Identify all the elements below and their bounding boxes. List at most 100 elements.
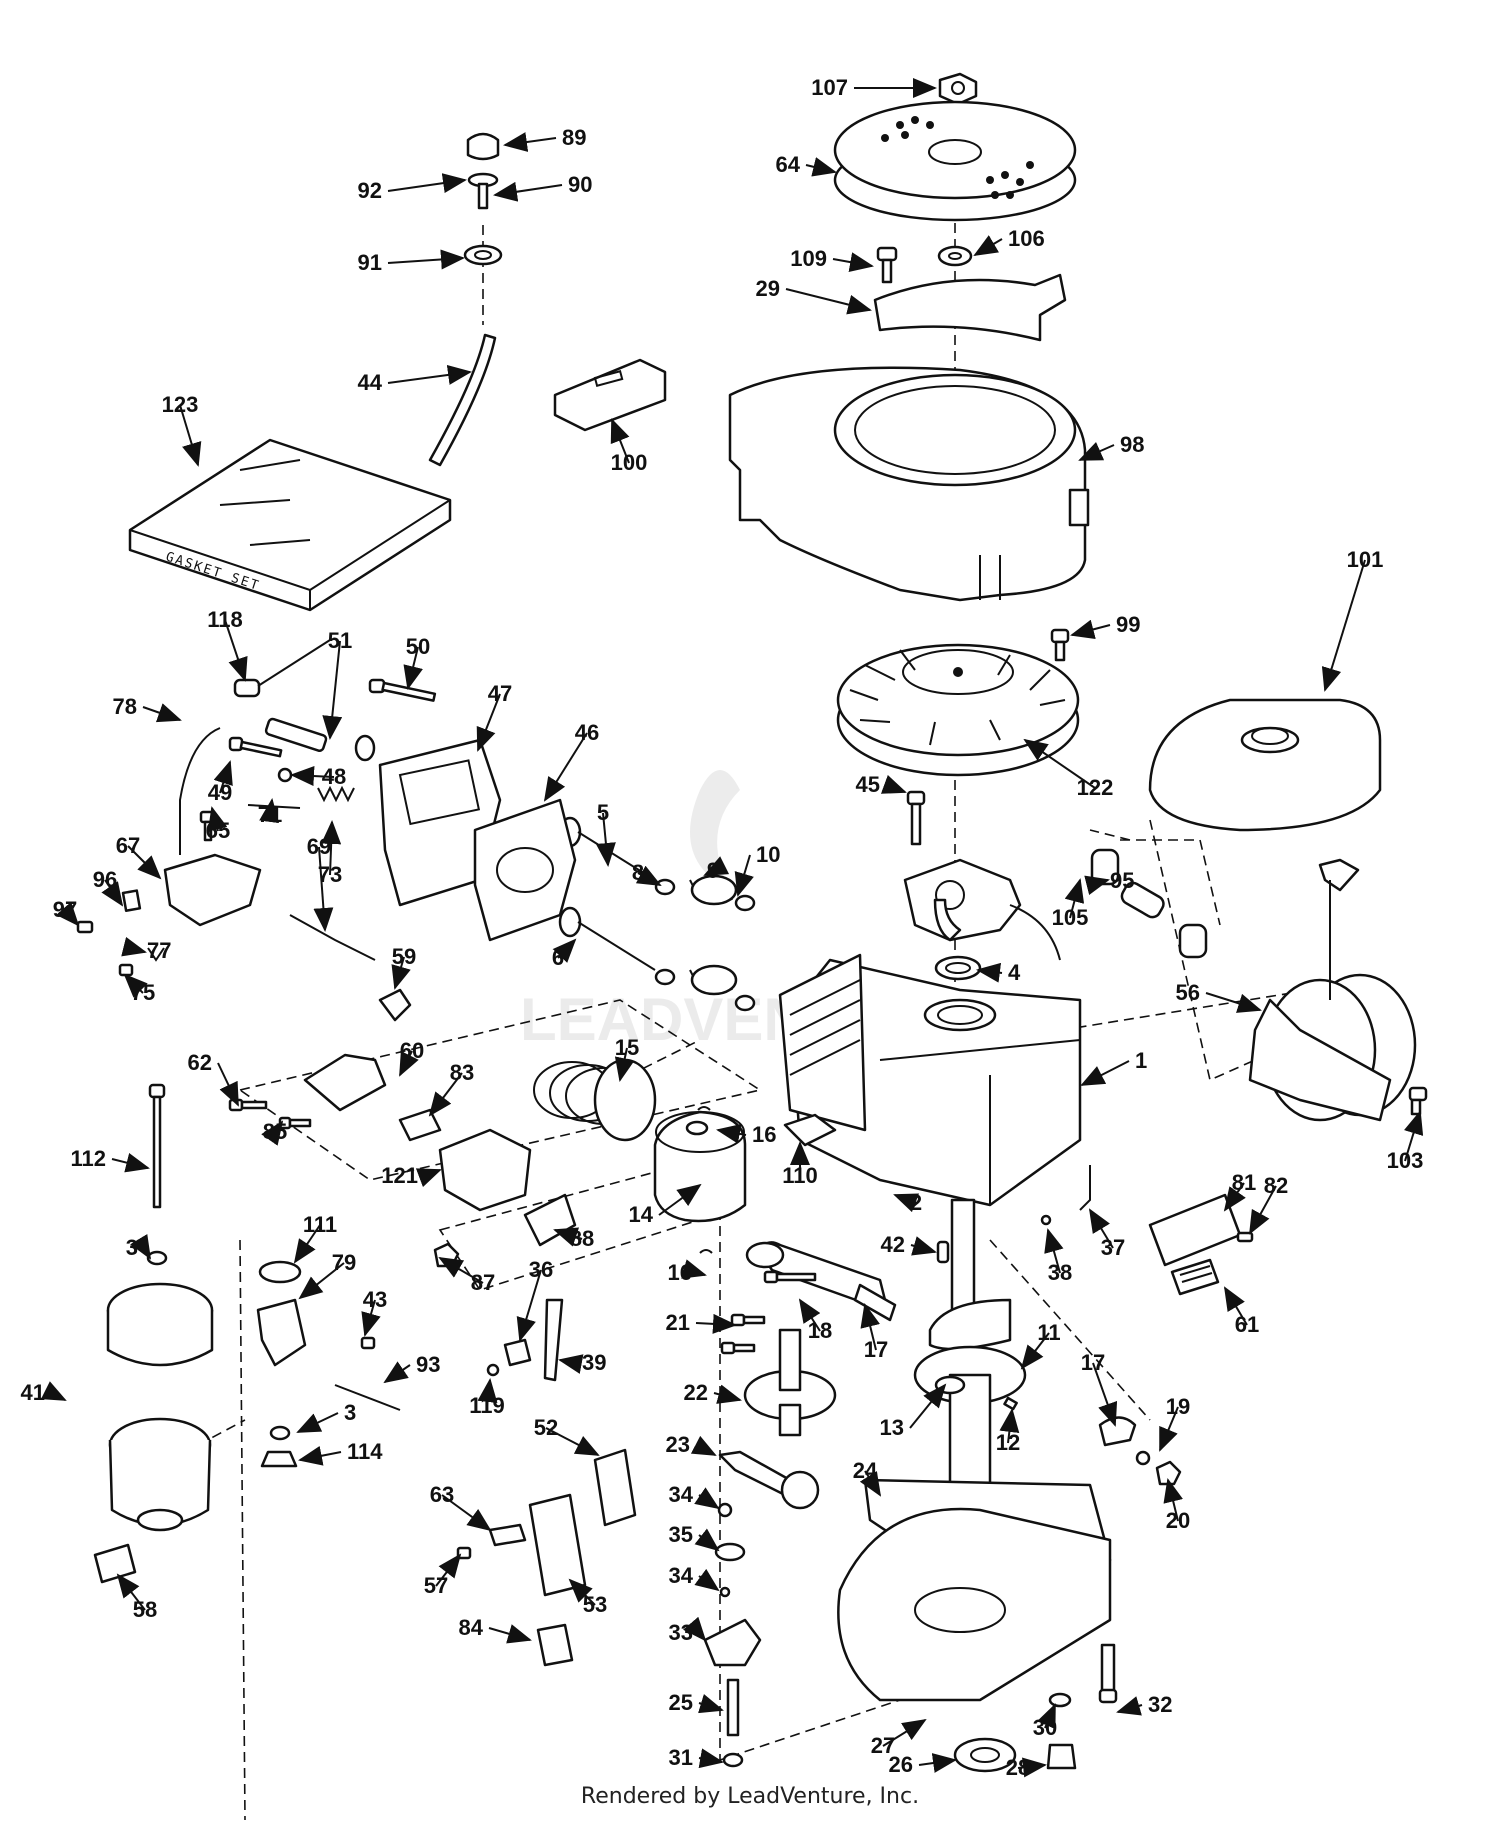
part-8-retainer[interactable]	[654, 878, 676, 986]
part-3-washer-b[interactable]	[269, 1425, 291, 1441]
callout-arrow-28	[1017, 1757, 1047, 1778]
part-64-cover[interactable]	[833, 100, 1077, 222]
part-10-retainer[interactable]	[734, 894, 756, 1012]
part-44-hose[interactable]	[428, 333, 497, 467]
part-123-gasket-set[interactable]: GASKET SET	[128, 438, 452, 612]
part-15-piston-rings[interactable]	[533, 1058, 657, 1142]
part-114-nut[interactable]	[260, 1450, 298, 1468]
part-32-shaft[interactable]	[726, 1678, 740, 1737]
part-111-seal[interactable]	[258, 1260, 302, 1284]
part-58-decal[interactable]	[93, 1543, 137, 1584]
part-45-bolt[interactable]	[906, 790, 926, 846]
part-37-pin[interactable]	[1079, 1165, 1091, 1211]
part-1-engine-block[interactable]	[778, 953, 1082, 1207]
part-38-pin[interactable]	[1040, 1214, 1052, 1226]
part-61-decal[interactable]	[1170, 1258, 1220, 1296]
callout-118: 118	[207, 607, 243, 632]
callout-arrow-17	[1092, 1362, 1118, 1427]
part-42-pin[interactable]	[936, 1240, 950, 1264]
part-39-lever[interactable]	[543, 1298, 564, 1382]
part-63-bracket[interactable]	[488, 1523, 527, 1547]
part-28-plug[interactable]	[1046, 1743, 1077, 1770]
part-34-washer[interactable]	[717, 1502, 733, 1598]
part-79-adapter[interactable]	[256, 1298, 307, 1367]
part-22-cam-gear[interactable]	[743, 1328, 837, 1437]
part-60-intake[interactable]	[303, 1053, 387, 1112]
part-77-spring[interactable]	[147, 947, 165, 962]
part-50-bolt[interactable]	[368, 678, 437, 702]
part-121-carburetor[interactable]	[438, 1128, 532, 1212]
part-78-ground-wire[interactable]	[179, 727, 221, 855]
part-110-gasket[interactable]	[783, 1113, 837, 1147]
part-67-control-bracket[interactable]	[163, 853, 262, 927]
part-43-screw[interactable]	[360, 1336, 376, 1350]
part-21-pins[interactable]	[720, 1313, 766, 1355]
part-49-screw[interactable]	[228, 736, 283, 758]
part-98-blower-housing[interactable]	[728, 366, 1090, 602]
part-53-cover[interactable]	[528, 1493, 587, 1597]
part-41-assembly[interactable]	[106, 1282, 214, 1532]
part-97-screw[interactable]	[76, 920, 94, 934]
part-119-screw[interactable]	[486, 1363, 500, 1377]
part-84-decal[interactable]	[536, 1623, 574, 1667]
part-107-nut[interactable]	[938, 72, 978, 106]
part-88-gasket[interactable]	[523, 1193, 577, 1247]
part-4-seal[interactable]	[934, 955, 982, 981]
part-17-rod-cap[interactable]	[1098, 1416, 1137, 1447]
part-112-bolt[interactable]	[148, 1083, 166, 1209]
part-90-breather[interactable]	[467, 172, 499, 210]
part-30-bolt[interactable]	[1098, 1643, 1118, 1704]
part-93-bolt[interactable]	[334, 1384, 401, 1411]
part-81-label[interactable]	[1148, 1193, 1242, 1267]
part-16-clip[interactable]	[697, 1106, 713, 1254]
part-9-spring[interactable]	[689, 874, 738, 996]
part-25-oil-sump[interactable]	[837, 1507, 1112, 1702]
callout-33: 33	[669, 1620, 693, 1645]
part-18-bolt[interactable]	[763, 1270, 817, 1284]
part-52-gasket[interactable]	[593, 1448, 637, 1527]
part-89-cap[interactable]	[466, 132, 500, 161]
part-69-governor-link[interactable]	[289, 914, 376, 961]
part-91-grommet[interactable]	[463, 244, 503, 266]
part-99-screw[interactable]	[1050, 628, 1070, 662]
part-83-gasket[interactable]	[398, 1108, 442, 1142]
part-29-bracket[interactable]	[873, 273, 1067, 342]
part-101-fuel-tank[interactable]	[1148, 698, 1382, 832]
part-118-spark-plug-wire[interactable]	[233, 639, 331, 698]
part-82-screw[interactable]	[1236, 1231, 1254, 1243]
part-14-piston[interactable]	[653, 1110, 747, 1223]
callout-arrow-34	[694, 1487, 720, 1510]
callout-3: 3	[126, 1235, 138, 1260]
part-36-bracket[interactable]	[503, 1338, 532, 1367]
part-122-ignition-module[interactable]	[903, 858, 1061, 961]
callout-arrow-59	[391, 956, 411, 990]
part-48-washer[interactable]	[277, 767, 293, 783]
part-33-oil-gear[interactable]	[703, 1618, 762, 1667]
part-51-spark-plug[interactable]	[264, 717, 376, 762]
part-75-screw[interactable]	[118, 963, 134, 977]
part-3-washer-a[interactable]	[146, 1250, 168, 1266]
part-96-clip[interactable]	[121, 889, 142, 912]
part-106-washer[interactable]	[937, 245, 973, 267]
part-31-washer[interactable]	[722, 1752, 744, 1768]
callout-99: 99	[1116, 612, 1140, 637]
callout-29: 29	[756, 276, 780, 301]
part-122-flywheel[interactable]	[836, 643, 1080, 777]
callout-arrow-69	[313, 846, 334, 932]
part-73-spring[interactable]	[317, 785, 355, 803]
part-103-screw[interactable]	[1408, 1086, 1428, 1116]
part-23-lever[interactable]	[718, 1450, 820, 1510]
part-6-valve[interactable]	[558, 906, 656, 971]
part-27-washer[interactable]	[1048, 1692, 1072, 1708]
part-100-bracket[interactable]	[553, 358, 667, 432]
callout-83: 83	[450, 1060, 474, 1085]
part-95-105-tank-mounts[interactable]	[1089, 829, 1221, 959]
part-59-gasket[interactable]	[378, 988, 412, 1022]
part-56-rewind-starter[interactable]	[1248, 858, 1417, 1122]
part-109-screw[interactable]	[876, 246, 898, 284]
callout-111: 111	[303, 1212, 337, 1237]
part-17-connecting-rod[interactable]	[745, 1241, 897, 1322]
part-35-gear[interactable]	[714, 1542, 746, 1562]
part-12-key[interactable]	[1003, 1396, 1018, 1411]
part-19-washer[interactable]	[1135, 1450, 1151, 1466]
